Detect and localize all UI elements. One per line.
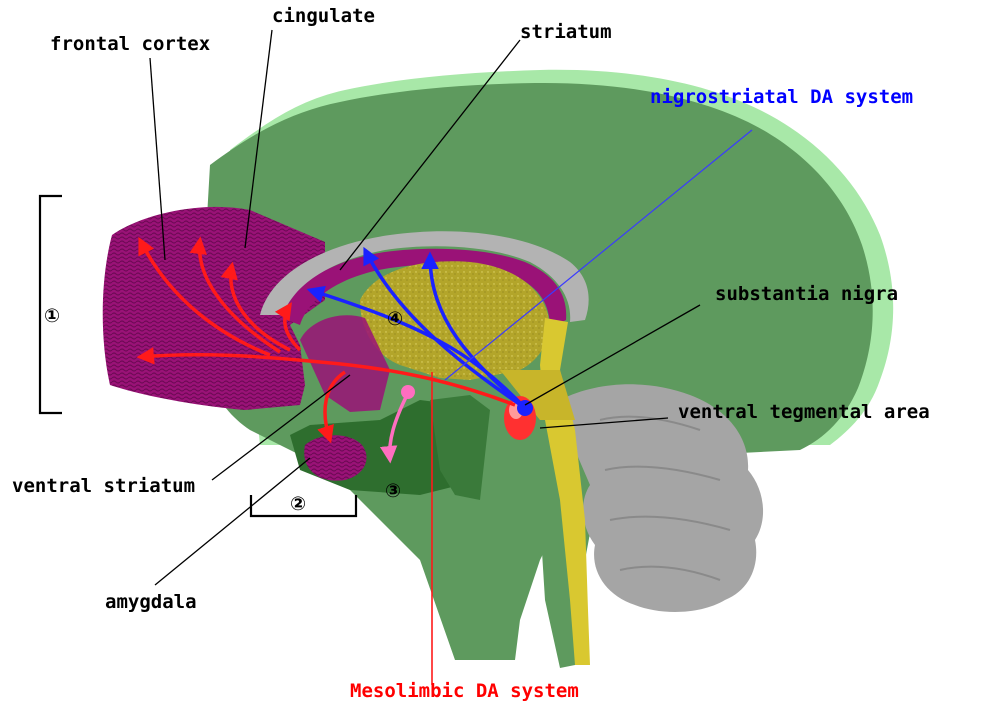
label-nigrostriatal: nigrostriatal DA system	[650, 86, 913, 108]
label-ventral-striatum: ventral striatum	[12, 475, 195, 497]
label-substantia-nigra: substantia nigra	[715, 283, 898, 305]
label-mesolimbic: Mesolimbic DA system	[350, 680, 579, 702]
label-cingulate: cingulate	[272, 5, 375, 27]
marker-4: ④	[387, 308, 403, 330]
marker-2: ②	[290, 493, 306, 515]
label-amygdala: amygdala	[105, 591, 197, 613]
pink-dot	[401, 385, 415, 399]
marker-3: ③	[385, 480, 401, 502]
label-frontal-cortex: frontal cortex	[50, 33, 210, 55]
marker-1: ①	[44, 305, 60, 327]
label-vta: ventral tegmental area	[678, 401, 930, 423]
label-striatum: striatum	[520, 21, 612, 43]
